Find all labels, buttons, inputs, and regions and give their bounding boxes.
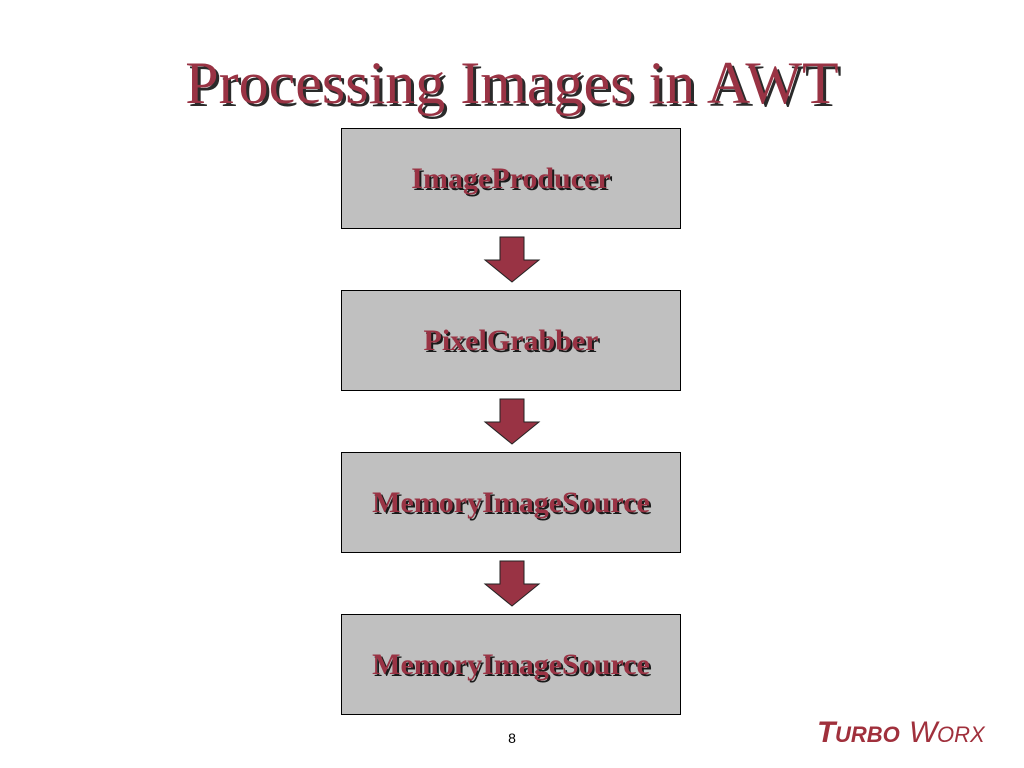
logo-text-second-rest: ORX (937, 722, 986, 747)
flow-box-label: ImageProducer (411, 161, 611, 195)
page-number: 8 (508, 730, 516, 746)
down-arrow-icon (483, 398, 541, 445)
logo-text-main-rest: URBO (835, 722, 900, 747)
down-arrow-icon (483, 236, 541, 283)
turboworx-logo-icon: T URBO W ORX (817, 716, 986, 748)
flow-box-pixel-grabber: PixelGrabber (341, 290, 681, 391)
flow-box-image-producer: ImageProducer (341, 128, 681, 229)
flow-box-label: PixelGrabber (423, 323, 599, 357)
flow-box-label: MemoryImageSource (372, 647, 650, 681)
flow-box-memory-image-source-2: MemoryImageSource (341, 614, 681, 715)
down-arrow-icon (483, 560, 541, 607)
flow-box-memory-image-source: MemoryImageSource (341, 452, 681, 553)
slide-title: Processing Images in AWT (185, 50, 839, 116)
logo-text-main-initial: T (817, 716, 838, 748)
flow-box-label: MemoryImageSource (372, 485, 650, 519)
logo-text-second-initial: W (909, 716, 940, 748)
